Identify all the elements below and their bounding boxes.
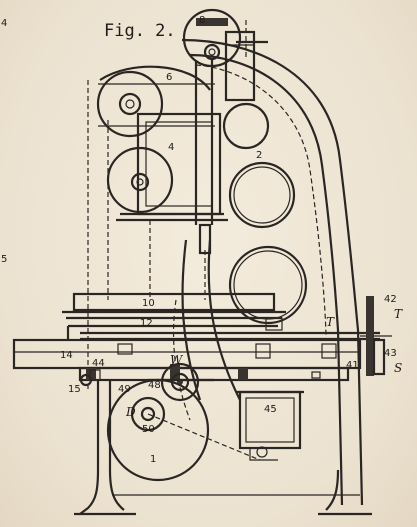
margin-mark-top: 4 — [1, 18, 7, 29]
label-14: 14 — [60, 350, 73, 361]
machine-frame-column — [181, 38, 364, 506]
margin-mark-side: 5 — [1, 254, 7, 265]
label-49: 49 — [118, 384, 131, 395]
label-D: D — [125, 405, 136, 419]
small-parts — [79, 369, 321, 387]
band-blade — [172, 239, 241, 421]
label-6: 6 — [166, 72, 172, 83]
drive-shaft-T — [80, 331, 392, 341]
lower-pulley-1 — [106, 378, 261, 482]
box-45 — [236, 390, 304, 461]
label-S: S — [394, 361, 402, 375]
label-41: 41 — [346, 360, 359, 371]
gears-42-43 — [366, 296, 386, 376]
label-12: 12 — [140, 318, 153, 329]
column-rings-2 — [222, 102, 308, 325]
label-4: 4 — [168, 142, 174, 153]
label-W: W — [170, 353, 184, 367]
machine-base-legs — [74, 380, 372, 516]
label-8: 8 — [199, 15, 205, 26]
label-1: 1 — [150, 454, 156, 465]
label-2: 2 — [256, 150, 262, 161]
label-15: 15 — [68, 384, 81, 395]
upper-pulleys-6 — [96, 65, 215, 138]
work-table-10-12 — [62, 292, 286, 340]
label-43: 43 — [384, 348, 397, 359]
label-T-right: T — [394, 307, 403, 321]
label-42: 42 — [384, 294, 397, 305]
label-10: 10 — [142, 298, 155, 309]
label-48: 48 — [148, 380, 161, 391]
label-45: 45 — [264, 404, 277, 415]
figure-title: Fig. 2. — [104, 21, 176, 41]
label-T-left: T — [326, 315, 335, 329]
label-44: 44 — [92, 358, 105, 369]
label-50: 50 — [142, 424, 155, 435]
motor-housing-4 — [106, 112, 228, 222]
